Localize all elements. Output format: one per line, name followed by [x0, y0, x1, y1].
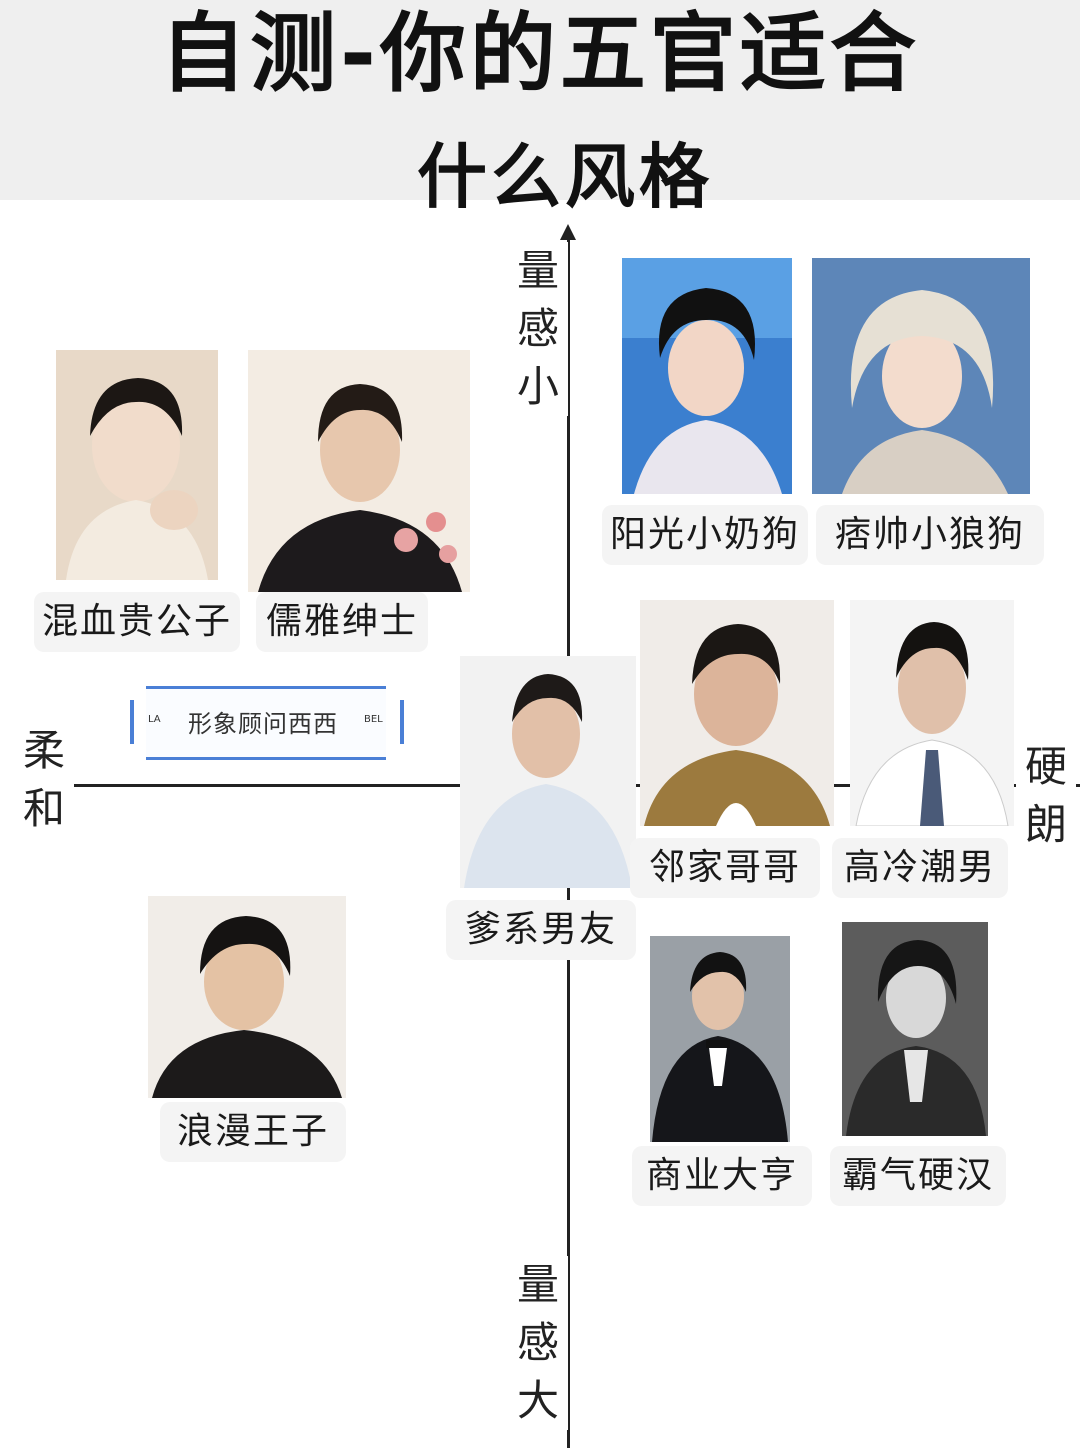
caption-shangye: 商业大亨	[632, 1146, 812, 1206]
watermark-text: 形象顾问西西	[188, 710, 338, 738]
watermark-box	[146, 686, 386, 760]
portrait-photo-pishuai	[812, 258, 1030, 494]
watermark-right-mark: BEL	[364, 714, 383, 725]
axis-label-top: 量感小	[508, 242, 568, 416]
title-line-1: 自测-你的五官适合	[160, 4, 920, 104]
title-line-2: 什么风格	[417, 136, 713, 218]
portrait-photo-gaoleng	[850, 600, 1014, 826]
watermark-bar-right	[400, 700, 404, 744]
caption-hunxue: 混血贵公子	[34, 592, 240, 652]
vertical-axis-arrow-icon	[560, 224, 576, 240]
portrait-photo-shangye	[650, 936, 790, 1142]
watermark-bar-left	[130, 700, 134, 744]
axis-label-bottom: 量感大	[508, 1256, 568, 1430]
title-band	[0, 0, 1080, 200]
axis-label-left: 柔和	[14, 722, 74, 838]
caption-diexi: 爹系男友	[446, 900, 636, 960]
portrait-photo-langman	[148, 896, 346, 1098]
caption-linjia: 邻家哥哥	[630, 838, 820, 898]
caption-ruya: 儒雅绅士	[256, 592, 428, 652]
watermark-left-mark: LA	[148, 714, 161, 725]
caption-gaoleng: 高冷潮男	[832, 838, 1008, 898]
caption-langman: 浪漫王子	[160, 1102, 346, 1162]
caption-pishuai: 痞帅小狼狗	[816, 505, 1044, 565]
portrait-photo-baqi	[842, 922, 988, 1136]
caption-yangguang: 阳光小奶狗	[602, 505, 808, 565]
caption-baqi: 霸气硬汉	[830, 1146, 1006, 1206]
portrait-photo-yangguang	[622, 258, 792, 494]
portrait-photo-ruya	[248, 350, 470, 592]
portrait-photo-diexi	[460, 656, 636, 888]
axis-label-right: 硬朗	[1016, 738, 1076, 854]
portrait-photo-hunxue	[56, 350, 218, 580]
watermark-badge: LA 形象顾问西西 BEL	[130, 684, 404, 760]
portrait-photo-linjia	[640, 600, 834, 826]
